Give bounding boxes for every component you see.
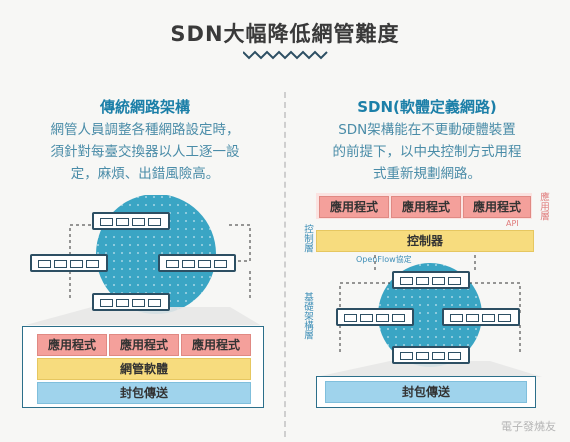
api-label: API: [506, 219, 519, 228]
openflow-label: OpenFlow協定: [356, 255, 412, 264]
left-packet-forwarding: 封包傳送: [37, 382, 251, 404]
right-network-diagram: [316, 255, 542, 377]
infra-layer-label: 基礎架構層: [302, 292, 313, 340]
right-app-2: 應用程式: [391, 196, 461, 218]
right-packet-forwarding: 封包傳送: [325, 381, 527, 403]
left-switch-left: [30, 254, 108, 272]
left-switch-right: [158, 254, 236, 272]
right-app-1: 應用程式: [319, 196, 389, 218]
right-app-layer: 應用程式 應用程式 應用程式: [316, 193, 532, 219]
right-description-line-1: SDN架構能在不更動硬體裝置: [338, 122, 516, 138]
right-switch-bottom: [392, 346, 470, 364]
right-description-line-2: 的前提下，以中央控制方式用程: [332, 144, 522, 160]
left-description-line-2: 須針對每臺交換器以人工逐一設: [50, 144, 240, 160]
left-app-3: 應用程式: [181, 334, 251, 356]
right-projection-shadow: [316, 361, 542, 377]
right-switch-top: [392, 271, 470, 289]
column-divider: [284, 92, 286, 437]
right-heading: SDN(軟體定義網路): [357, 98, 497, 116]
right-app-3: 應用程式: [463, 196, 531, 218]
title-zigzag-decoration: [243, 50, 328, 60]
right-description: SDN架構能在不更動硬體裝置 的前提下，以中央控制方式用程 式重新規劃網路。: [302, 119, 552, 185]
right-packet-layer: 封包傳送: [316, 376, 536, 408]
right-switch-left: [336, 308, 414, 326]
page-title: SDN大幅降低網管難度: [170, 22, 400, 46]
left-description-line-1: 網管人員調整各種網路設定時，: [50, 122, 240, 138]
watermark: 電子發燒友: [501, 420, 556, 433]
control-layer-label: 控制層: [302, 224, 313, 253]
left-projection-shadow: [25, 307, 261, 325]
left-switch-bottom: [92, 293, 170, 311]
left-app-1: 應用程式: [37, 334, 107, 356]
right-controller: 控制器: [316, 230, 534, 252]
left-description: 網管人員調整各種網路設定時， 須針對每臺交換器以人工逐一設 定，麻煩、出錯風險高…: [20, 119, 270, 185]
left-switch-top: [92, 212, 170, 230]
left-description-line-3: 定，麻煩、出錯風險高。: [70, 166, 220, 182]
left-app-2: 應用程式: [109, 334, 179, 356]
left-heading: 傳統網路架構: [99, 98, 190, 116]
left-layer-stack: 應用程式 應用程式 應用程式 網管軟體 封包傳送: [22, 326, 264, 408]
app-layer-label: 應用層: [538, 192, 549, 221]
right-switch-right: [442, 308, 520, 326]
right-description-line-3: 式重新規劃網路。: [373, 166, 481, 182]
left-mgmt-software: 網管軟體: [37, 358, 251, 380]
